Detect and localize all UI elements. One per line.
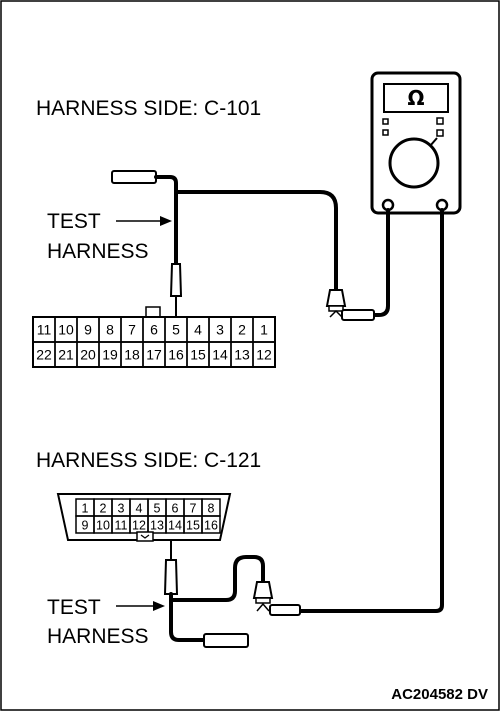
- pin-number: 11: [115, 519, 128, 533]
- pin-number: 1: [260, 322, 268, 338]
- figure-code: AC204582 DV: [391, 686, 488, 703]
- test-harness-arrow: [116, 216, 172, 226]
- test-harness-arrow: [116, 601, 165, 611]
- pin-number: 2: [100, 502, 107, 516]
- pin-number: 5: [154, 502, 161, 516]
- pin-number: 12: [132, 519, 146, 533]
- dial-pointer: [429, 137, 438, 147]
- pin-number: 22: [36, 347, 52, 363]
- pin-number: 16: [168, 347, 184, 363]
- harness-plug-end: [111, 170, 157, 184]
- connector-key-mark: [140, 534, 150, 539]
- pin-number: 4: [194, 322, 202, 338]
- pin-number: 14: [212, 347, 228, 363]
- harness-probe-body: [163, 559, 179, 595]
- pin-number: 7: [190, 502, 197, 516]
- pin-number: 7: [128, 322, 136, 338]
- meter-lead-right: [296, 208, 444, 613]
- test-harness-label-line2: HARNESS: [47, 625, 149, 648]
- selector-dial: [388, 137, 440, 189]
- pin-number: 10: [58, 322, 74, 338]
- pin-number: 3: [118, 502, 125, 516]
- alligator-clip: [325, 289, 347, 307]
- pin-number: 1: [82, 502, 89, 516]
- meter-display: [383, 83, 449, 113]
- alligator-clip-jaw: [256, 602, 270, 612]
- pin-number: 13: [150, 519, 164, 533]
- ohmmeter: Ω: [370, 71, 462, 215]
- alligator-clip-jaw: [329, 309, 343, 318]
- pin-number: 20: [80, 347, 96, 363]
- alligator-clip: [252, 581, 274, 599]
- meter-indicator: [436, 117, 444, 125]
- pin-number: 17: [146, 347, 162, 363]
- connector-latch: [145, 306, 161, 318]
- connector-housing: [56, 493, 232, 541]
- test-harness-lower: [163, 532, 301, 648]
- alligator-clip-jaw: [255, 597, 271, 604]
- pin-number: 19: [102, 347, 118, 363]
- harness-wire: [169, 592, 206, 642]
- pin-number: 6: [172, 502, 179, 516]
- pin-number: 3: [216, 322, 224, 338]
- test-harness-label-line1: TEST: [47, 596, 101, 619]
- meter-indicator: [436, 129, 444, 137]
- pin-cell: [201, 515, 221, 534]
- pin-number: 11: [37, 322, 52, 338]
- harness-plug-end: [203, 633, 249, 648]
- pin-number: 13: [234, 347, 250, 363]
- pin-number: 2: [238, 322, 246, 338]
- pin-number: 6: [150, 322, 158, 338]
- meter-indicator: [382, 118, 389, 125]
- harness-wire: [174, 190, 338, 292]
- pin-number: 18: [124, 347, 140, 363]
- pin-number: 9: [82, 519, 89, 533]
- pin-number: 16: [204, 519, 218, 533]
- pin-number: 21: [58, 347, 74, 363]
- harness-wire: [169, 555, 265, 602]
- test-harness-upper: [111, 170, 375, 322]
- meter-indicator: [382, 129, 389, 136]
- test-harness-label-line1: TEST: [47, 210, 101, 233]
- pin-number: 12: [256, 347, 272, 363]
- ohm-symbol: Ω: [407, 86, 424, 110]
- connector-key: [136, 531, 154, 542]
- pin-number: 9: [84, 322, 92, 338]
- harness-wire: [154, 175, 178, 270]
- pin-cell: [252, 341, 276, 368]
- pin-number: 4: [136, 502, 143, 516]
- harness-side-label-c121: HARNESS SIDE: C-121: [36, 449, 261, 472]
- test-harness-label-line2: HARNESS: [47, 240, 149, 263]
- pin-number: 15: [190, 347, 206, 363]
- meter-probe-plug: [269, 604, 301, 616]
- pin-number: 5: [172, 322, 180, 338]
- pin-number: 14: [168, 519, 182, 533]
- pin-number: 8: [208, 502, 215, 516]
- pin-number: 15: [186, 519, 200, 533]
- pin-number: 8: [106, 322, 114, 338]
- harness-probe-body: [169, 263, 183, 297]
- harness-side-label-c101: HARNESS SIDE: C-101: [36, 97, 261, 120]
- pin-number: 10: [96, 519, 110, 533]
- meter-probe-plug: [341, 309, 375, 321]
- meter-lead-left: [370, 208, 390, 317]
